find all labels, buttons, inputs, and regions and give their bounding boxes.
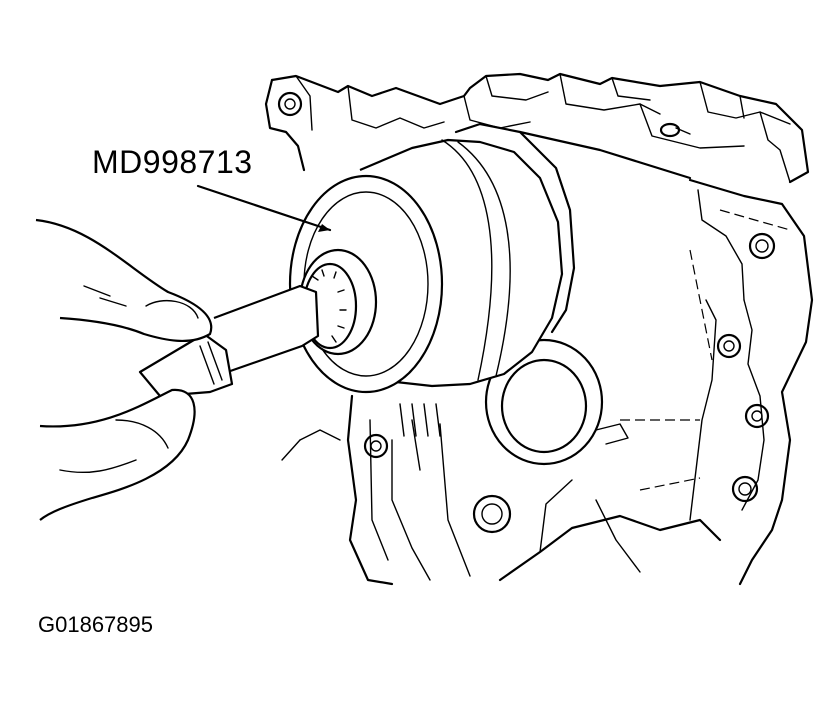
hand-with-wrench (35, 218, 320, 521)
engine-block (264, 72, 814, 586)
figure-id-label: G01867895 (38, 612, 153, 637)
tool-callout-label: MD998713 (92, 144, 253, 180)
special-tool (196, 122, 692, 394)
